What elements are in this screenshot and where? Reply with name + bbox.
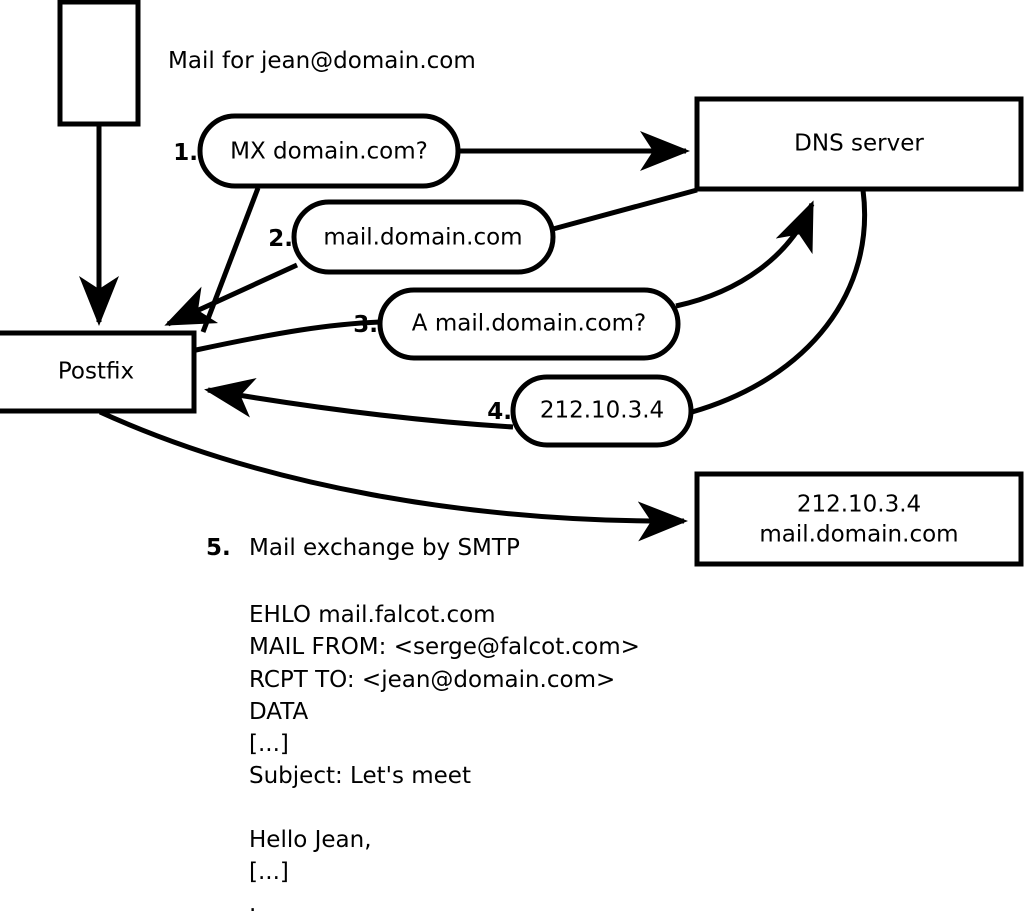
edge-step5-postfix-to-mailserver — [98, 409, 688, 542]
step-1-number: 1. — [173, 140, 198, 166]
step-5-label: Mail exchange by SMTP — [249, 535, 520, 561]
node-mail-server-host: mail.domain.com — [759, 522, 958, 548]
edge-step1-postfix-to-bubble — [200, 187, 261, 333]
step-5-number: 5. — [206, 535, 231, 561]
edge-step3-postfix-to-bubble — [195, 319, 381, 353]
edge-step2-dns-to-bubble — [552, 187, 698, 232]
transcript-line-4: [...] — [249, 731, 289, 757]
node-dns-server-label: DNS server — [794, 131, 924, 157]
transcript-line-8: [...] — [249, 859, 289, 885]
node-step3-bubble[interactable] — [377, 287, 681, 361]
node-step4-bubble[interactable] — [510, 374, 694, 448]
node-step1-bubble[interactable] — [197, 113, 461, 189]
node-mail-server-ip: 212.10.3.4 — [797, 492, 921, 518]
node-step2-bubble-label: mail.domain.com — [323, 225, 522, 251]
node-step4-bubble-label: 212.10.3.4 — [540, 398, 664, 424]
edge-step4-bubble-to-postfix — [204, 378, 514, 430]
node-step2-bubble[interactable] — [291, 199, 556, 275]
transcript-line-0: EHLO mail.falcot.com — [249, 602, 496, 628]
node-dns-server-box[interactable] — [694, 96, 1024, 192]
step-3-number: 3. — [353, 312, 378, 338]
edge-step2-bubble-to-postfix — [164, 262, 299, 327]
node-sender-box[interactable] — [57, 0, 141, 127]
node-postfix-label: Postfix — [58, 359, 134, 385]
edge-step4-dns-to-bubble — [691, 189, 868, 415]
transcript-line-7: Hello Jean, — [249, 827, 372, 853]
transcript-line-1: MAIL FROM: <serge@falcot.com> — [249, 634, 640, 660]
mail-for-title: Mail for jean@domain.com — [168, 48, 476, 74]
node-step1-bubble-label: MX domain.com? — [230, 139, 428, 165]
node-postfix-box[interactable] — [0, 330, 197, 414]
transcript-line-5: Subject: Let's meet — [249, 763, 471, 789]
node-step3-bubble-label: A mail.domain.com? — [412, 311, 646, 337]
transcript-line-9: . — [249, 891, 256, 917]
node-mail-server-box[interactable] — [694, 471, 1024, 567]
transcript-line-3: DATA — [249, 699, 309, 725]
step-2-number: 2. — [268, 226, 293, 252]
transcript-line-2: RCPT TO: <jean@domain.com> — [249, 667, 615, 693]
edge-step3-bubble-to-dns — [675, 200, 815, 309]
step-4-number: 4. — [487, 399, 512, 425]
